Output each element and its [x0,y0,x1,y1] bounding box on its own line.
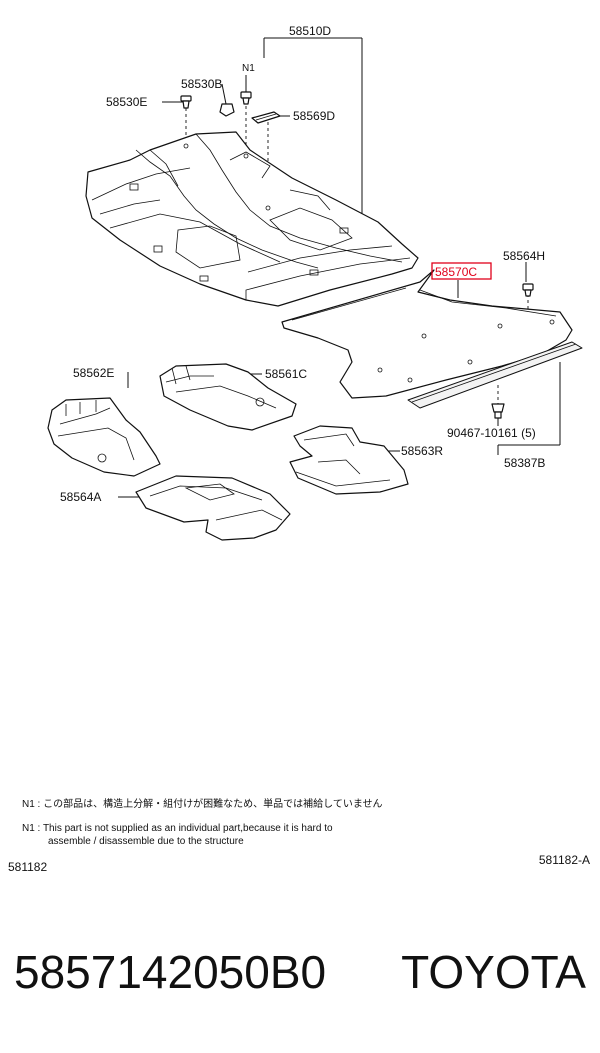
callout-58570c: 58570C [435,265,477,279]
callout-58562e: 58562E [73,366,114,380]
scuff-plate-58387b [407,341,583,409]
callout-58563r: 58563R [401,444,443,458]
brand-name: TOYOTA [401,946,586,998]
callout-58561c: 58561C [265,367,307,381]
callout-90467-10161: 90467-10161 (5) [447,426,536,440]
note-english-line-2: assemble / disassemble due to the struct… [48,836,244,847]
note-english-line-1: N1 : This part is not supplied as an ind… [22,823,333,834]
highlight-box-58570c [431,262,492,280]
part-number: 5857142050B0 [14,946,327,998]
clip-n1 [240,91,252,105]
floor-mat-58564a [135,475,291,541]
floor-carpet-58510d [85,131,419,307]
callout-58569d: 58569D [293,109,335,123]
clip-90467 [491,403,505,419]
callout-58564h: 58564H [503,249,545,263]
callout-58387b: 58387B [504,456,545,470]
note-japanese: N1 : この部品は、構造上分解・組付けが困難なため、単品では補給していません [22,799,383,810]
callout-58510d: 58510D [289,24,331,38]
clip-58530e [180,95,192,109]
callout-n1: N1 [242,63,255,74]
callout-58530e: 58530E [106,95,147,109]
floor-mat-58562e [47,397,161,477]
clip-58564h [522,283,534,297]
parts-diagram: 58510D N1 58530B 58530E 58569D 58570C 58… [47,24,583,541]
retainer-58569d [251,111,281,124]
floor-mat-58563r [289,425,409,495]
callout-58530b: 58530B [181,77,222,91]
footer-caption: 5857142050B0 TOYOTA [14,942,586,1002]
figure-code-left: 581182 [8,860,48,874]
callout-58564a: 58564A [60,490,101,504]
figure-code-right: 581182-A [538,853,590,867]
floor-mat-58561c [159,363,297,431]
clip-58530b [219,103,235,117]
